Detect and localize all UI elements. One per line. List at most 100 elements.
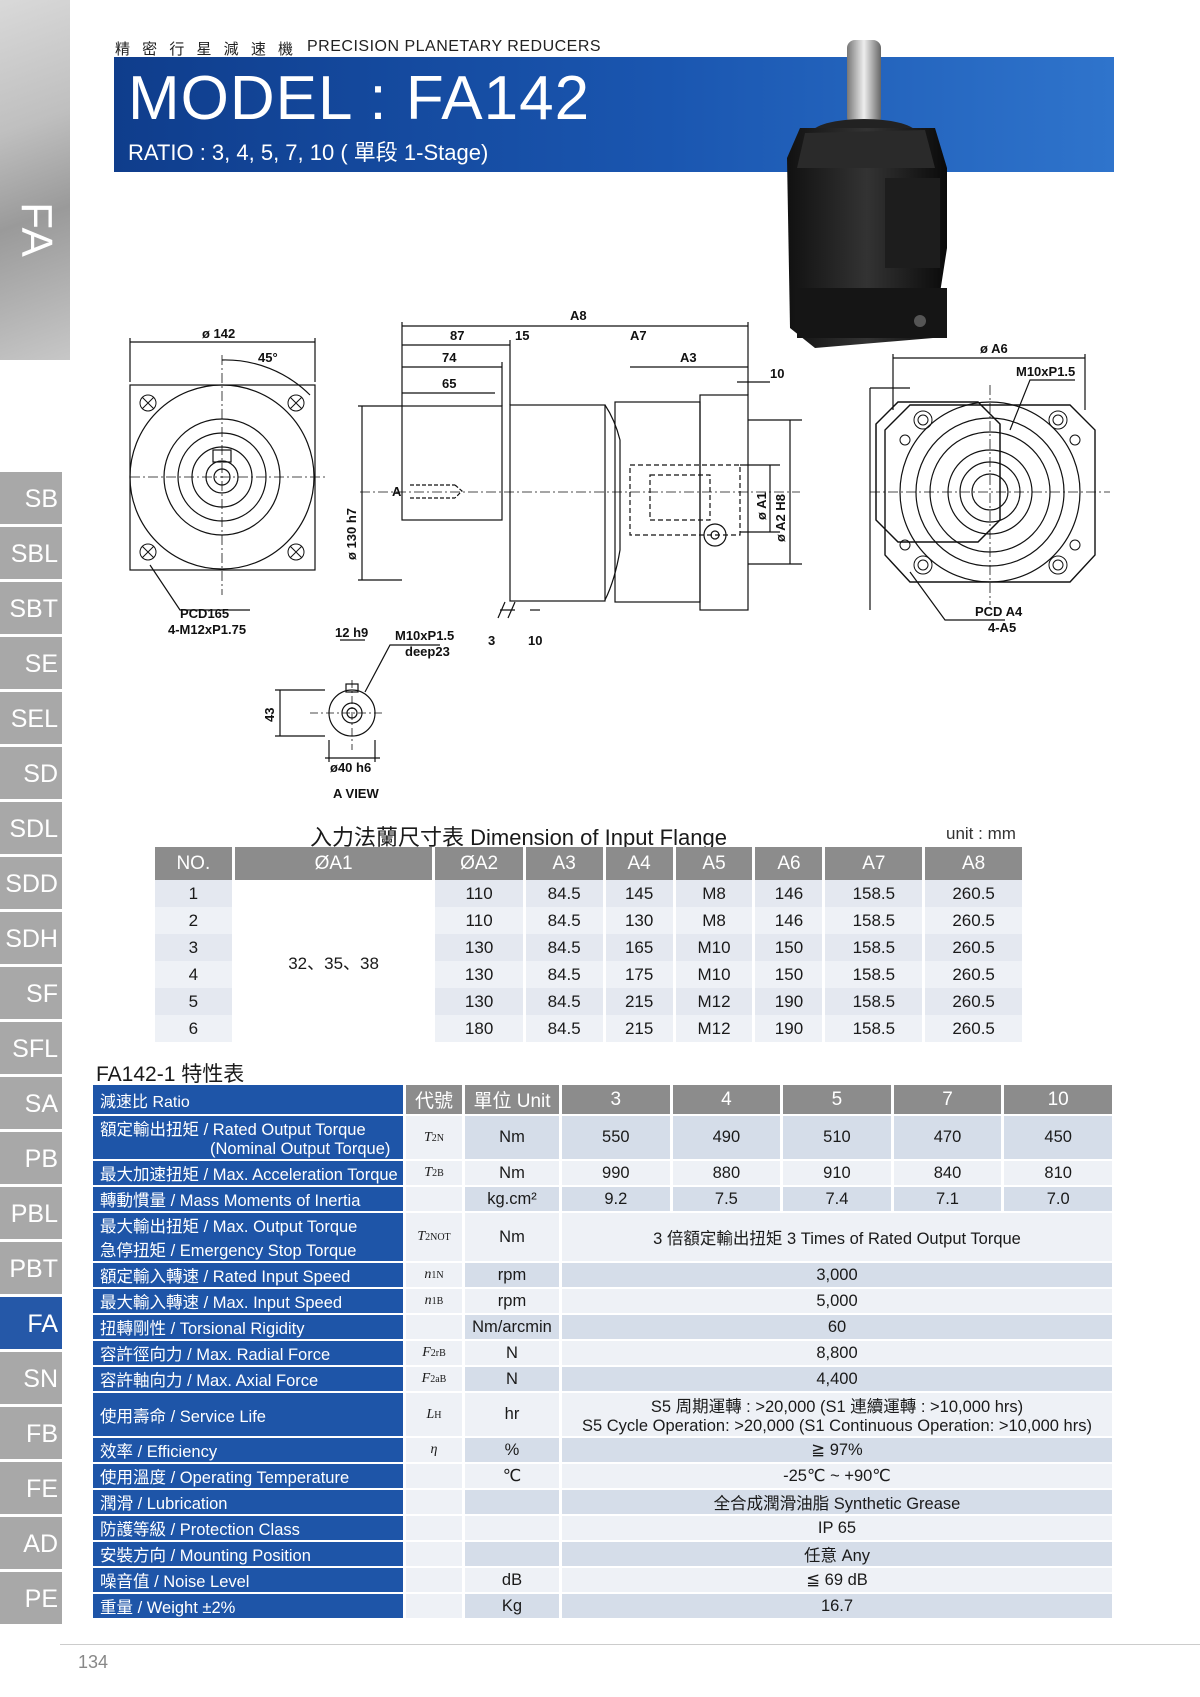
spec-symbol-subscript: 2rB [430, 1348, 446, 1359]
spec-row-label: 安裝方向 / Mounting Position [93, 1541, 406, 1568]
table-cell: 175 [604, 961, 676, 988]
spec-symbol [404, 1541, 465, 1568]
side-tab-sel[interactable]: SEL [0, 692, 62, 744]
spec-label-line: 噪音值 / Noise Level [100, 1573, 250, 1591]
pcd-label: PCD165 [180, 606, 229, 621]
side-tab-sbt[interactable]: SBT [0, 582, 62, 634]
spec-symbol: T2B [404, 1160, 465, 1187]
table-cell: 158.5 [823, 907, 926, 934]
spec-span-value: S5 周期運轉 : >20,000 (S1 連續運轉 : >10,000 hrs… [560, 1392, 1115, 1438]
table-cell: 84.5 [524, 880, 606, 907]
spec-symbol-subscript: 2N [431, 1132, 445, 1144]
spec-row-label: 防護等級 / Protection Class [93, 1515, 406, 1542]
side-tab-se[interactable]: SE [0, 637, 62, 689]
spec-value: 9.2 [560, 1186, 673, 1213]
spec-span-value: 60 [560, 1314, 1115, 1341]
spec-unit: N [463, 1340, 562, 1367]
side-tab-pe[interactable]: PE [0, 1572, 62, 1624]
side-tab-fe[interactable]: FE [0, 1462, 62, 1514]
footer-divider [60, 1644, 1200, 1645]
spec-symbol: LH [404, 1392, 465, 1438]
input-flange-unit: unit : mm [946, 824, 1016, 843]
table-cell: M12 [674, 1015, 756, 1042]
side-tab-sdl[interactable]: SDL [0, 802, 62, 854]
side-tab-pbt[interactable]: PBT [0, 1242, 62, 1294]
side-tab-sdd[interactable]: SDD [0, 857, 62, 909]
a1-merged-cell: 32、35、38 [232, 880, 436, 1042]
spec-span-line: IP 65 [817, 1518, 857, 1537]
spec-unit [463, 1489, 562, 1516]
table-cell: 260.5 [923, 934, 1025, 961]
side-tab-sf[interactable]: SF [0, 967, 62, 1019]
table-cell: 150 [753, 934, 826, 961]
spec-span-line: 3,000 [816, 1265, 858, 1284]
side-tab-sbl[interactable]: SBL [0, 527, 62, 579]
spec-value: 990 [560, 1160, 673, 1187]
spec-symbol [404, 1567, 465, 1594]
spec-label-line: 安裝方向 / Mounting Position [100, 1547, 311, 1565]
side-tab-fb[interactable]: FB [0, 1407, 62, 1459]
a7-label: A7 [630, 328, 647, 343]
side-tab-pb[interactable]: PB [0, 1132, 62, 1184]
spec-span-value: 任意 Any [560, 1541, 1115, 1568]
table-cell: M8 [674, 880, 756, 907]
spec-span-line: 5,000 [816, 1291, 858, 1310]
table-cell: 110 [433, 880, 526, 907]
spec-row-label: 重量 / Weight ±2% [93, 1593, 406, 1620]
table-cell: 260.5 [923, 880, 1025, 907]
spec-symbol: n1N [404, 1262, 465, 1289]
table-cell: 180 [433, 1015, 526, 1042]
table-cell: 130 [433, 961, 526, 988]
front-view [129, 338, 328, 611]
spec-span-value: 8,800 [560, 1340, 1115, 1367]
table-cell: M12 [674, 988, 756, 1015]
holes-label: 4-M12xP1.75 [168, 622, 246, 637]
side-tab-sd[interactable]: SD [0, 747, 62, 799]
spec-span-value: 16.7 [560, 1593, 1115, 1620]
side-tab-ad[interactable]: AD [0, 1517, 62, 1569]
side-tab-sa[interactable]: SA [0, 1077, 62, 1129]
side-tab-sfl[interactable]: SFL [0, 1022, 62, 1074]
column-header: A7 [823, 847, 926, 880]
side-tab-sb[interactable]: SB [0, 472, 62, 524]
table-cell: 215 [604, 988, 676, 1015]
spec-unit: kg.cm² [463, 1186, 562, 1213]
side-tab-fa[interactable]: FA [0, 1297, 62, 1349]
spec-unit: ℃ [463, 1463, 562, 1490]
spec-label-line: 最大加速扭矩 / Max. Acceleration Torque [100, 1166, 398, 1184]
spec-symbol: F2aB [404, 1366, 465, 1393]
spec-symbol-subscript: 1N [431, 1270, 444, 1281]
table-cell: 260.5 [923, 961, 1025, 988]
spec-header-ratio: 5 [781, 1085, 894, 1116]
table-cell: 4 [155, 961, 235, 988]
spec-header-ratio: 10 [1002, 1085, 1115, 1116]
spec-label-line: 使用溫度 / Operating Temperature [100, 1469, 350, 1487]
column-header: A8 [923, 847, 1025, 880]
angle-label: 45° [258, 350, 278, 365]
spec-span-line: 任意 Any [803, 1547, 871, 1565]
table-cell: 260.5 [923, 907, 1025, 934]
spec-table-title: FA142-1 特性表 [96, 1063, 245, 1086]
spec-symbol-subscript: 2aB [430, 1374, 447, 1385]
d10-bottom-label: 10 [528, 633, 542, 648]
dimension-drawing: ø 142 45° PCD165 4-M12xP1.75 A8 87 15 A7… [129, 310, 1110, 801]
side-tab-pbl[interactable]: PBL [0, 1187, 62, 1239]
spec-unit [463, 1515, 562, 1542]
column-header: ØA2 [433, 847, 526, 880]
model-title: MODEL : FA142 [128, 64, 591, 133]
column-header: NO. [155, 847, 235, 880]
side-tab-sdh[interactable]: SDH [0, 912, 62, 964]
a1-label: ø A1 [754, 492, 769, 520]
spec-label-line: 容許軸向力 / Max. Axial Force [100, 1372, 319, 1390]
spec-row: 額定輸出扭矩 / Rated Output Torque(Nominal Out… [93, 1115, 1115, 1161]
spec-row-label: 容許徑向力 / Max. Radial Force [93, 1340, 406, 1367]
spec-symbol-subscript: H [434, 1409, 442, 1421]
spec-symbol [404, 1314, 465, 1341]
spec-row-label: 噪音值 / Noise Level [93, 1567, 406, 1594]
d40-label: ø40 h6 [330, 760, 371, 775]
side-tab-sn[interactable]: SN [0, 1352, 62, 1404]
